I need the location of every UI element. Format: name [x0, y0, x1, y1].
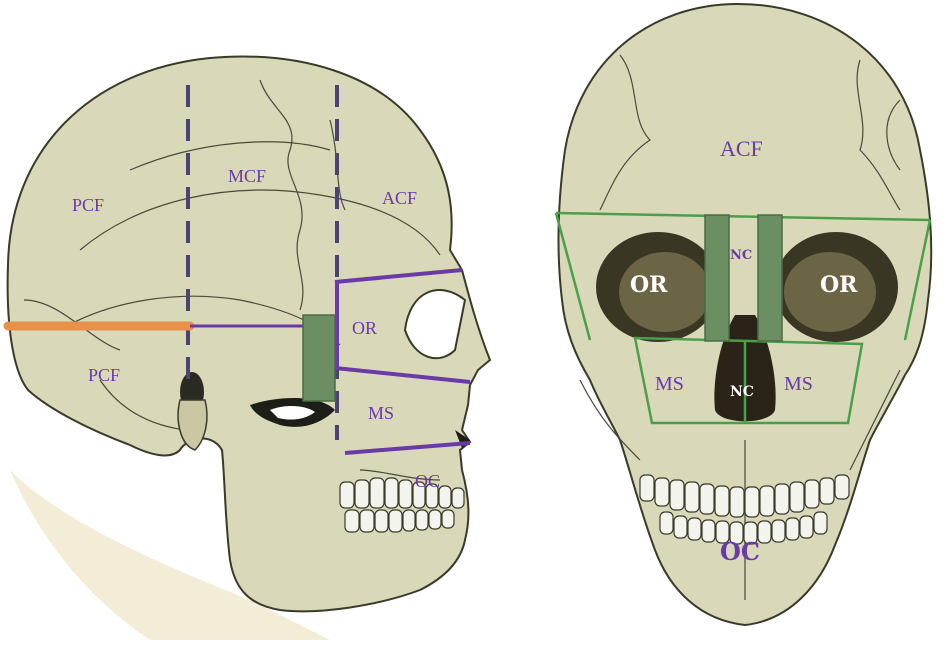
lateral-zygomatic-gap-highlight	[270, 406, 315, 420]
lateral-label-ms: MS	[368, 403, 394, 423]
frontal-cranium	[557, 2, 933, 627]
lateral-label-pcf-upper: PCF	[72, 195, 104, 215]
frontal-label-or-left: OR	[820, 272, 858, 298]
lateral-orbit	[403, 289, 467, 360]
frontal-teeth	[639, 474, 850, 545]
frontal-skull-view: ACF OR OR NC NC MS MS OC	[554, 2, 933, 627]
frontal-label-acf: ACF	[720, 136, 763, 161]
lateral-skull-shadow	[10, 470, 330, 640]
frontal-implant-block-left	[757, 214, 783, 342]
frontal-label-nc-lower: NC	[730, 384, 754, 400]
frontal-region-outlines	[554, 211, 932, 425]
frontal-label-nc-upper: NC	[730, 248, 752, 263]
frontal-label-ms-right: MS	[655, 373, 684, 395]
lateral-label-pcf-lower: PCF	[88, 365, 120, 385]
frontal-sutures	[579, 54, 901, 600]
lateral-label-or: OR	[352, 318, 377, 338]
lateral-label-oc: OC	[415, 471, 440, 491]
lateral-teeth	[339, 477, 465, 533]
lateral-label-mcf: MCF	[228, 166, 266, 186]
lateral-implant-block	[302, 314, 336, 402]
frontal-label-ms-left: MS	[784, 373, 813, 395]
frontal-orbit-right-inner	[619, 252, 711, 332]
lateral-region-line-orbit-top	[334, 268, 463, 284]
lateral-skull-view: PCF PCF MCF ACF OR MS OC	[3, 55, 492, 640]
frontal-implant-block-right	[704, 214, 730, 342]
lateral-label-acf: ACF	[382, 188, 417, 208]
lateral-region-line-orbit-bottom	[334, 366, 471, 384]
frontal-label-oc: OC	[720, 537, 760, 566]
frontal-label-or-right: OR	[630, 272, 668, 298]
lateral-sutures	[23, 79, 441, 481]
lateral-region-line-maxilla-bottom	[344, 441, 471, 455]
lateral-cranium	[6, 55, 492, 613]
lateral-mastoid	[177, 399, 208, 451]
frontal-orbit-left-inner	[784, 252, 876, 332]
